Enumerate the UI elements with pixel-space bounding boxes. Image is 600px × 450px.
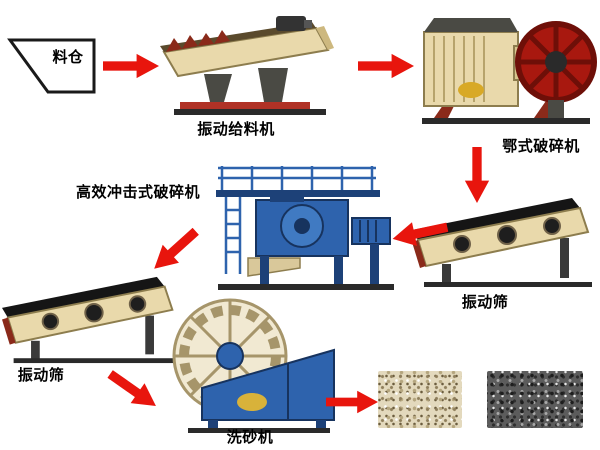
- impact-crusher-label: 高效冲击式破碎机: [75, 184, 200, 201]
- flow-arrow-7: [326, 389, 382, 417]
- vibrating-screen-icon: [412, 198, 592, 287]
- product-sand-image: [378, 371, 462, 428]
- arrow-right-icon: [392, 222, 449, 247]
- flow-arrow-6: [102, 362, 164, 417]
- vibrating-screen-right-illustration: [412, 192, 600, 297]
- silo-icon: [7, 38, 96, 94]
- flow-arrow-2: [358, 52, 414, 80]
- vibrating-screen-right-label: 振动筛: [461, 294, 509, 311]
- impact-crusher-icon: [216, 166, 394, 290]
- arrow-right-icon: [326, 390, 378, 414]
- jaw-crusher-label: 鄂式破碎机: [502, 138, 580, 155]
- vibrating-feeder-label: 振动给料机: [197, 121, 275, 138]
- flow-arrow-3: [463, 147, 491, 203]
- sand-washer-label: 洗砂机: [226, 429, 274, 446]
- product-gravel-image: [487, 371, 583, 428]
- jaw-crusher-icon: [422, 18, 597, 124]
- arrow-right-icon: [358, 53, 414, 79]
- arrow-right-icon: [107, 370, 156, 407]
- impact-crusher-illustration: [204, 162, 402, 299]
- vibrating-screen-left-label: 振动筛: [17, 367, 65, 384]
- jaw-crusher-illustration: [414, 2, 598, 141]
- arrow-right-icon: [464, 147, 490, 203]
- flow-arrow-5: [145, 221, 205, 279]
- arrow-right-icon: [154, 227, 199, 269]
- flow-arrow-1: [103, 52, 159, 80]
- sand-washer-illustration: [168, 292, 338, 439]
- silo-label: 料仓: [52, 49, 84, 66]
- sand-washer-icon: [172, 298, 335, 433]
- flow-arrow-4: [390, 213, 451, 252]
- vibrating-feeder-icon: [160, 16, 334, 115]
- silo-illustration: 料仓: [6, 32, 102, 105]
- arrow-right-icon: [103, 53, 159, 79]
- vibrating-screen-icon: [2, 276, 177, 364]
- vibrating-feeder-illustration: [158, 12, 340, 123]
- vibrating-screen-left-illustration: [2, 271, 184, 373]
